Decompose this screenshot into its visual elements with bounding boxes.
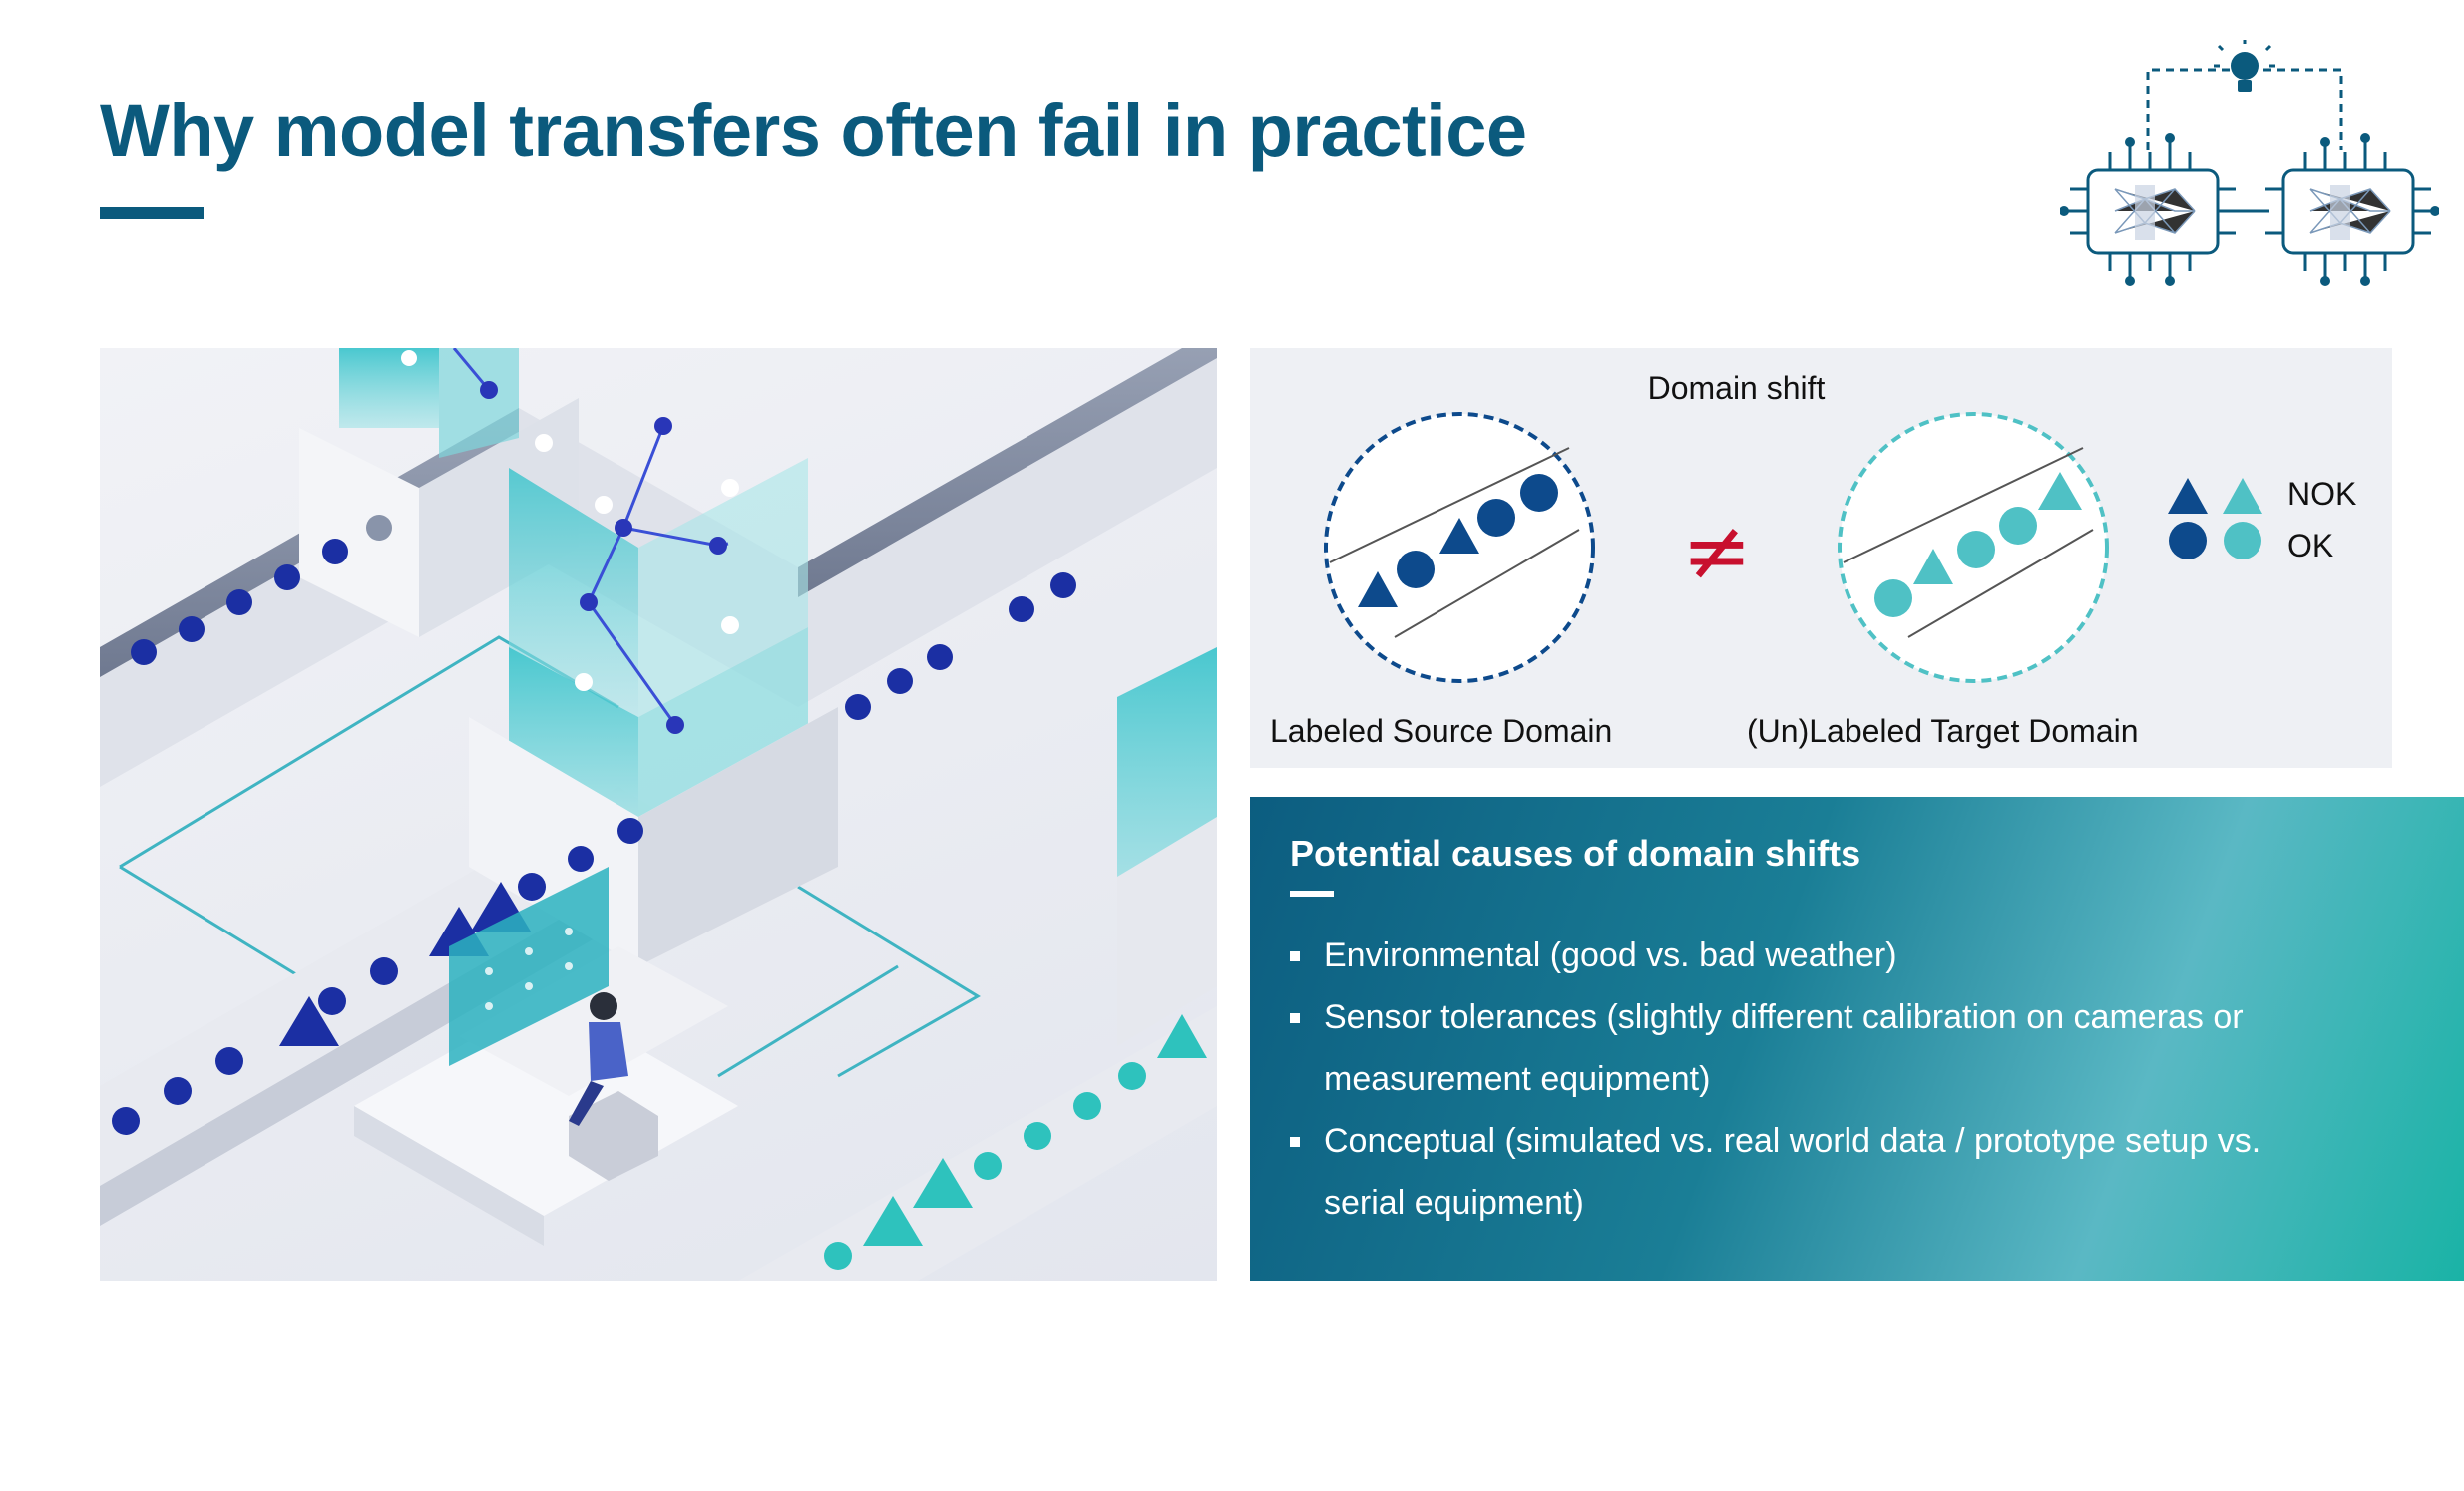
legend-nok-icons (2168, 478, 2262, 514)
source-domain-label: Labeled Source Domain (1270, 713, 1613, 749)
neural-chip-logo-icon (2060, 40, 2439, 286)
domain-shift-diagram: ≠ Domain shift Labeled Source Domain (Un… (1250, 348, 2392, 768)
causes-panel: Potential causes of domain shifts Enviro… (1250, 797, 2464, 1281)
list-item: Conceptual (simulated vs. real world dat… (1290, 1110, 2347, 1234)
legend-nok-label: NOK (2287, 476, 2357, 512)
legend-ok-icons (2169, 522, 2261, 559)
page-title: Why model transfers often fail in practi… (100, 89, 1527, 172)
target-domain-label: (Un)Labeled Target Domain (1747, 713, 2139, 749)
legend-ok-label: OK (2287, 528, 2334, 563)
bullet-icon (1290, 951, 1300, 961)
diagram-title: Domain shift (1647, 370, 1826, 406)
causes-list: Environmental (good vs. bad weather) Sen… (1290, 925, 2347, 1234)
title-underline (100, 207, 204, 219)
not-equal-symbol: ≠ (1682, 502, 1752, 599)
list-item: Environmental (good vs. bad weather) (1290, 925, 2347, 986)
causes-heading: Potential causes of domain shifts (1290, 833, 1861, 874)
causes-heading-underline (1290, 891, 1334, 897)
list-item: Sensor tolerances (slightly different ca… (1290, 986, 2347, 1110)
domain-shift-figure: ≠ (1324, 412, 2262, 683)
bullet-icon (1290, 1013, 1300, 1023)
factory-illustration (100, 348, 1217, 1281)
bullet-icon (1290, 1137, 1300, 1147)
